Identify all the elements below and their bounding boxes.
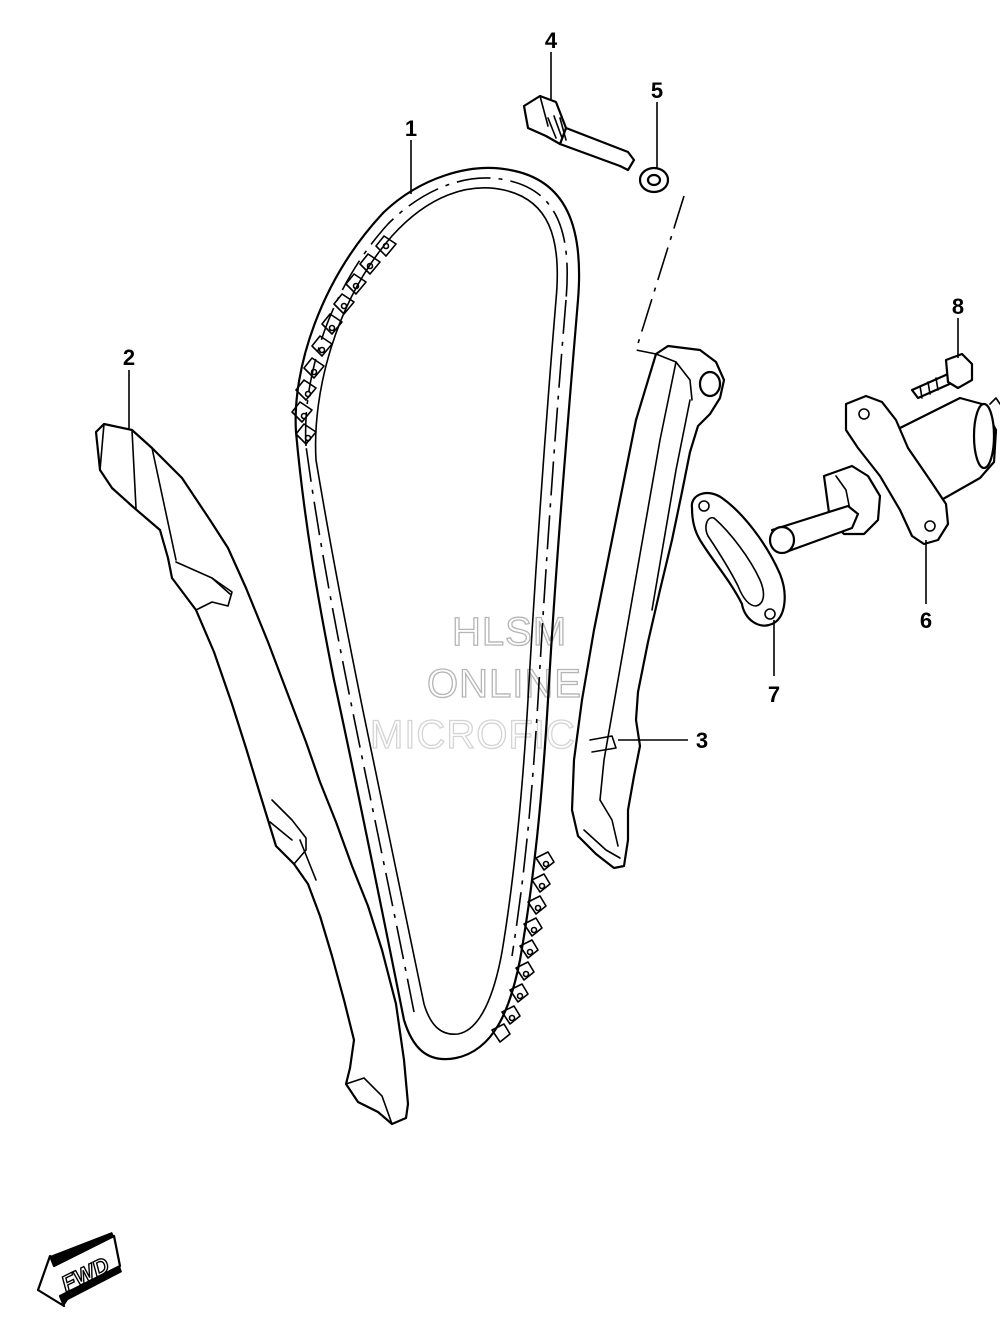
fwd-arrow-icon: FWD [36, 1232, 122, 1308]
guide-bolt[interactable] [522, 94, 636, 172]
chain-links-upper [291, 235, 397, 445]
washer[interactable] [638, 166, 670, 194]
callout-6: 6 [920, 608, 932, 633]
chain-links-lower [491, 851, 555, 1043]
watermark-line-2: ONLINE [427, 662, 582, 706]
callout-7: 7 [768, 682, 780, 707]
chain-guide-tensioner[interactable] [570, 344, 726, 870]
callout-4: 4 [545, 28, 558, 53]
chain-guide-rear[interactable] [94, 422, 410, 1126]
cam-chain[interactable] [291, 166, 581, 1061]
callout-8: 8 [952, 294, 964, 319]
callouts: 1 2 3 4 5 6 7 8 [123, 28, 964, 753]
tensioner-bolt[interactable] [910, 352, 974, 400]
callout-3: 3 [696, 728, 708, 753]
leader-lines [128, 52, 959, 741]
assembly-line-4-3 [634, 195, 685, 355]
callout-5: 5 [651, 78, 663, 103]
tensioner-adjuster[interactable] [768, 394, 1000, 555]
callout-1: 1 [405, 116, 417, 141]
callout-2: 2 [123, 345, 135, 370]
watermark-line-1: HLSM [452, 610, 567, 654]
tensioner-gasket[interactable] [690, 491, 786, 627]
